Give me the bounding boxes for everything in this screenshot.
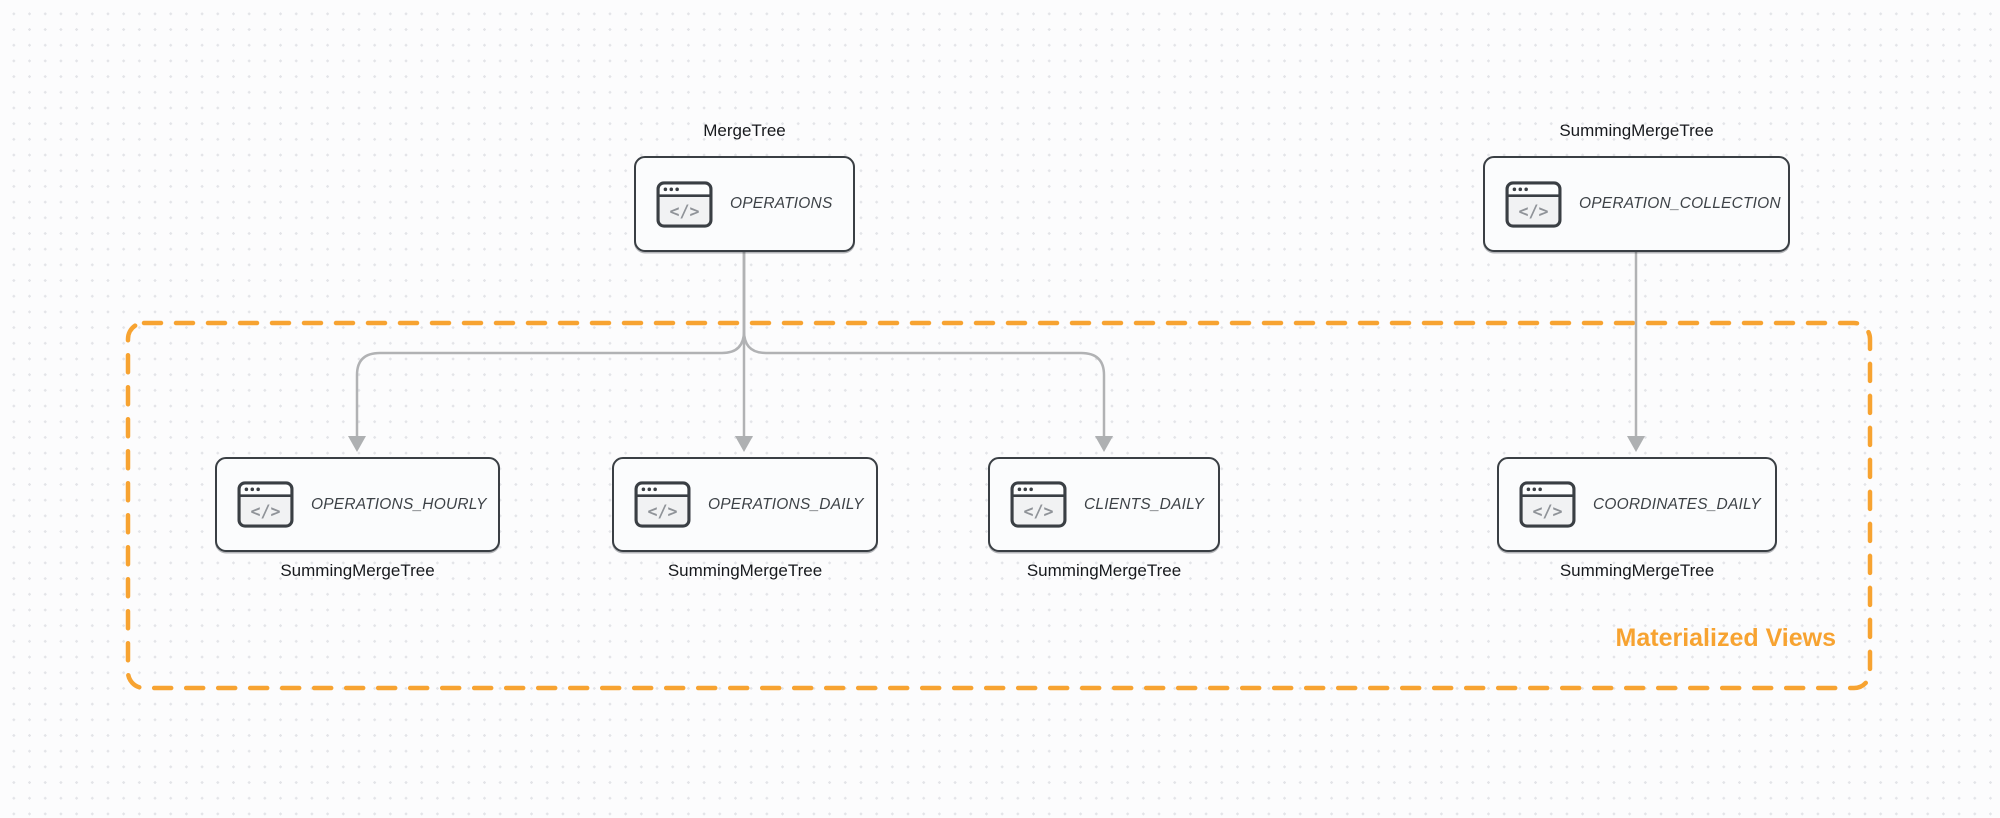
- engine-label-coordinates-daily: SummingMergeTree: [1559, 561, 1715, 580]
- svg-text:</>: </>: [1518, 202, 1548, 221]
- edge-operations-to-clients: [742, 252, 1106, 437]
- node-clients-daily[interactable]: </> CLIENTS_DAILY: [988, 457, 1220, 552]
- code-window-icon: </>: [237, 481, 294, 528]
- code-window-icon: </>: [656, 180, 713, 228]
- code-window-icon: </>: [634, 481, 691, 528]
- arrowhead-hourly: [348, 436, 366, 452]
- table-label: COORDINATES_DAILY: [1593, 495, 1761, 513]
- node-coordinates-daily[interactable]: </> COORDINATES_DAILY: [1497, 457, 1777, 552]
- materialized-views-group-label: Materialized Views: [1615, 624, 1836, 652]
- engine-label-clients-daily: SummingMergeTree: [1026, 561, 1182, 580]
- svg-text:</>: </>: [1532, 502, 1562, 521]
- svg-text:</>: </>: [669, 202, 699, 221]
- materialized-views-group-outline: [125, 320, 1873, 691]
- node-operation-collection[interactable]: </> OPERATION_COLLECTION: [1483, 156, 1790, 252]
- table-label: OPERATION_COLLECTION: [1579, 195, 1781, 212]
- code-window-icon: </>: [1519, 481, 1576, 528]
- code-window-icon: </>: [1505, 180, 1562, 228]
- svg-text:</>: </>: [1023, 502, 1053, 521]
- arrowhead-clients: [1095, 436, 1113, 452]
- edge-operations-to-hourly: [355, 252, 746, 437]
- arrowhead-coordinates: [1627, 436, 1645, 452]
- node-operations-hourly[interactable]: </> OPERATIONS_HOURLY: [215, 457, 500, 552]
- svg-text:</>: </>: [250, 502, 280, 521]
- arrowhead-daily: [735, 436, 753, 452]
- table-label: CLIENTS_DAILY: [1084, 495, 1205, 513]
- engine-label-operations-hourly: SummingMergeTree: [280, 561, 435, 580]
- engine-label-operation-collection: SummingMergeTree: [1559, 121, 1714, 140]
- node-operations[interactable]: </> OPERATIONS: [634, 156, 855, 252]
- code-window-icon: </>: [1010, 481, 1067, 528]
- table-label: OPERATIONS_DAILY: [708, 495, 864, 513]
- engine-label-operations: MergeTree: [703, 121, 786, 140]
- table-label: OPERATIONS_HOURLY: [311, 495, 487, 513]
- table-label: OPERATIONS: [730, 195, 833, 212]
- engine-label-operations-daily: SummingMergeTree: [667, 561, 823, 580]
- svg-text:</>: </>: [647, 502, 677, 521]
- node-operations-daily[interactable]: </> OPERATIONS_DAILY: [612, 457, 878, 552]
